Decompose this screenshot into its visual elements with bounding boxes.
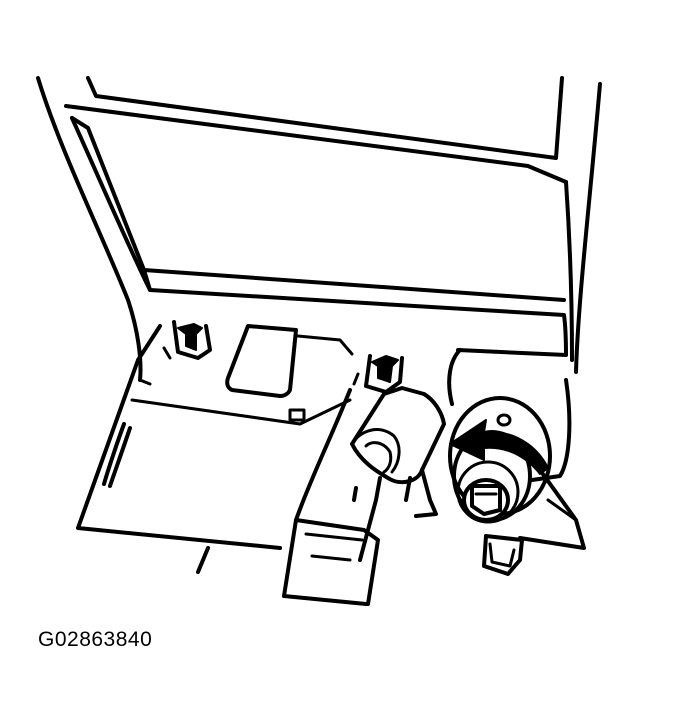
left-slot: [102, 378, 152, 488]
bottom-latch: [482, 534, 524, 576]
figure-code: G02863840: [38, 628, 153, 651]
removed-bezel-panel: [282, 388, 380, 606]
right-clip: [352, 354, 404, 394]
connector-plug: [350, 386, 446, 562]
center-cover: [225, 324, 354, 398]
lower-console-body: [76, 324, 586, 574]
small-tab-marker: [288, 408, 306, 422]
dash-outer-frame: [36, 76, 602, 382]
upper-panel-opening: [70, 116, 568, 357]
rotation-arrow: [449, 419, 549, 475]
left-clip: [162, 320, 212, 360]
rotary-switch: [448, 396, 552, 524]
